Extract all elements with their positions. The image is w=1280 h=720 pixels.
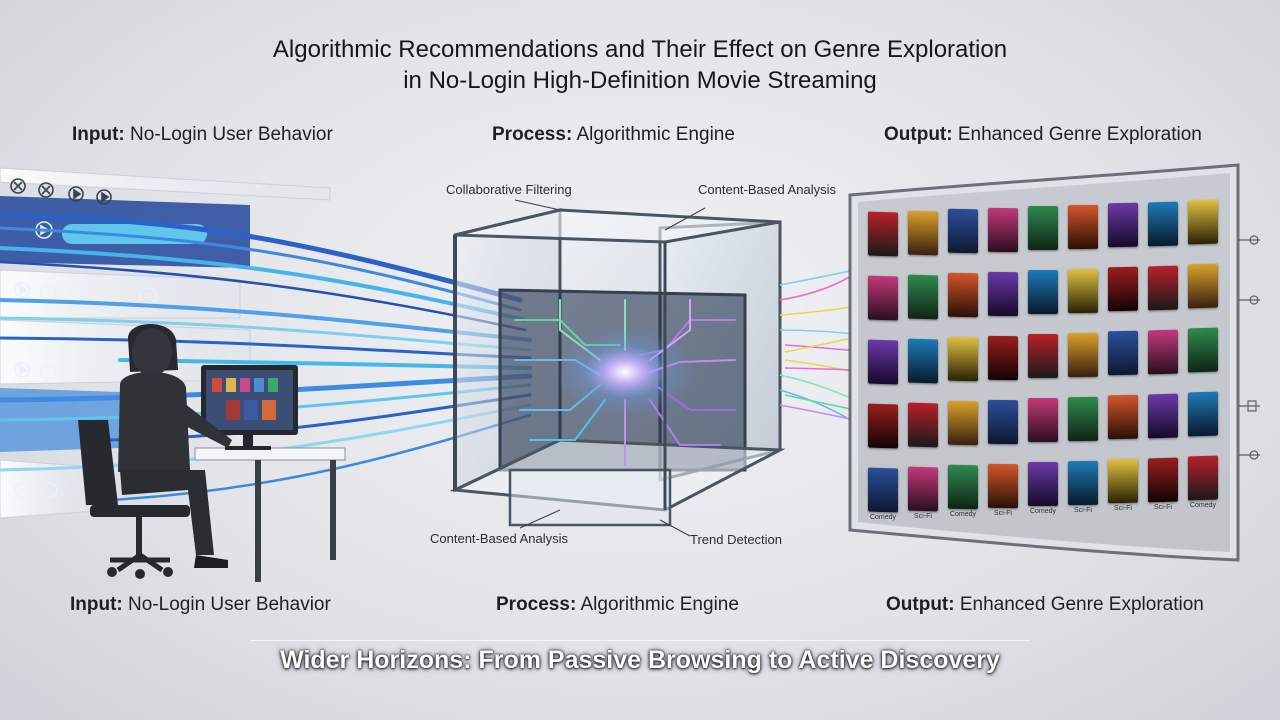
input-ui-panels xyxy=(0,167,331,519)
movie-poster[interactable] xyxy=(1148,329,1178,374)
stream-icons xyxy=(14,221,157,498)
poster-genre-caption: Sci-Fi xyxy=(1114,505,1132,512)
movie-poster[interactable] xyxy=(908,274,938,319)
movie-poster[interactable] xyxy=(868,339,898,385)
movie-poster[interactable] xyxy=(1148,393,1178,438)
movie-poster[interactable] xyxy=(1108,202,1138,248)
movie-poster[interactable] xyxy=(948,208,978,254)
engine-core-glow xyxy=(555,327,695,417)
user-at-desk xyxy=(78,324,346,582)
title-line-2: in No-Login High-Definition Movie Stream… xyxy=(403,67,877,94)
poster-genre-caption: Sci-Fi xyxy=(994,509,1012,517)
movie-poster[interactable] xyxy=(988,399,1018,444)
movie-poster[interactable] xyxy=(1028,398,1058,442)
bottom-label-input: Input: No-Login User Behavior xyxy=(70,594,331,615)
bottom-label-process: Process: Algorithmic Engine xyxy=(496,594,739,615)
play-icon xyxy=(96,189,112,205)
movie-poster[interactable] xyxy=(1148,265,1178,310)
movie-poster[interactable] xyxy=(1188,263,1218,309)
movie-poster[interactable] xyxy=(1108,458,1138,504)
movie-poster[interactable] xyxy=(1188,455,1218,501)
footer-tagline: Wider Horizons: From Passive Browsing to… xyxy=(280,646,1000,674)
poster-genre-caption: Comedy xyxy=(1029,508,1057,515)
movie-poster[interactable] xyxy=(988,207,1018,252)
label-content-based-analysis-bottom: Content-Based Analysis xyxy=(430,531,569,546)
movie-poster[interactable] xyxy=(1108,394,1138,440)
movie-poster[interactable] xyxy=(948,336,978,382)
movie-poster[interactable] xyxy=(988,463,1018,508)
poster-genre-caption: Comedy xyxy=(1189,502,1217,509)
movie-poster[interactable] xyxy=(868,275,898,321)
movie-poster[interactable] xyxy=(868,467,898,513)
poster-genre-caption: Sci-Fi xyxy=(1154,503,1172,511)
movie-poster[interactable] xyxy=(1028,206,1058,250)
movie-poster[interactable] xyxy=(1068,460,1098,505)
movie-poster[interactable] xyxy=(948,272,978,318)
movie-poster[interactable] xyxy=(1028,334,1058,378)
right-edge-connectors xyxy=(1238,235,1260,460)
movie-poster[interactable] xyxy=(908,210,938,255)
diagram-title: Algorithmic Recommendations and Their Ef… xyxy=(0,34,1280,96)
title-line-1: Algorithmic Recommendations and Their Ef… xyxy=(272,36,1008,63)
movie-poster[interactable] xyxy=(1148,457,1178,502)
movie-poster[interactable] xyxy=(868,403,898,449)
movie-poster[interactable] xyxy=(948,400,978,446)
movie-poster[interactable] xyxy=(1068,396,1098,441)
engine-label-leaders xyxy=(514,199,706,537)
movie-poster[interactable] xyxy=(868,211,898,257)
movie-poster[interactable] xyxy=(988,335,1018,380)
movie-poster[interactable] xyxy=(988,271,1018,316)
input-icons xyxy=(10,178,112,205)
top-label-process: Process: Algorithmic Engine xyxy=(492,124,735,145)
label-trend-detection: Trend Detection xyxy=(690,532,783,547)
movie-poster[interactable] xyxy=(1068,332,1098,377)
movie-poster[interactable] xyxy=(908,338,938,383)
algorithmic-engine-cube xyxy=(449,208,786,527)
footer-divider xyxy=(250,640,1030,693)
bottom-label-output: Output: Enhanced Genre Exploration xyxy=(886,594,1204,615)
movie-poster[interactable] xyxy=(1108,330,1138,376)
play-icon xyxy=(68,186,84,202)
movie-poster[interactable] xyxy=(1188,199,1218,245)
movie-poster[interactable] xyxy=(1108,266,1138,312)
movie-poster[interactable] xyxy=(1188,391,1218,437)
poster-genre-caption: Comedy xyxy=(949,511,977,518)
movie-poster[interactable] xyxy=(1068,204,1098,249)
movie-poster[interactable] xyxy=(1148,201,1178,246)
movie-poster[interactable] xyxy=(908,466,938,511)
top-label-output: Output: Enhanced Genre Exploration xyxy=(884,124,1202,145)
movie-poster[interactable] xyxy=(1028,462,1058,506)
label-content-based-analysis-top: Content-Based Analysis xyxy=(698,182,837,197)
close-icon xyxy=(38,182,54,198)
poster-genre-caption: Comedy xyxy=(869,514,897,521)
label-collaborative-filtering: Collaborative Filtering xyxy=(446,182,572,197)
movie-poster[interactable] xyxy=(1028,270,1058,314)
close-icon xyxy=(10,178,26,194)
poster-genre-caption: Sci-Fi xyxy=(1074,506,1092,514)
movie-poster[interactable] xyxy=(948,464,978,510)
movie-poster[interactable] xyxy=(908,402,938,447)
poster-genre-caption: Sci-Fi xyxy=(914,512,932,520)
top-label-input: Input: No-Login User Behavior xyxy=(72,124,333,145)
movie-poster[interactable] xyxy=(1068,268,1098,313)
movie-poster[interactable] xyxy=(1188,327,1218,373)
